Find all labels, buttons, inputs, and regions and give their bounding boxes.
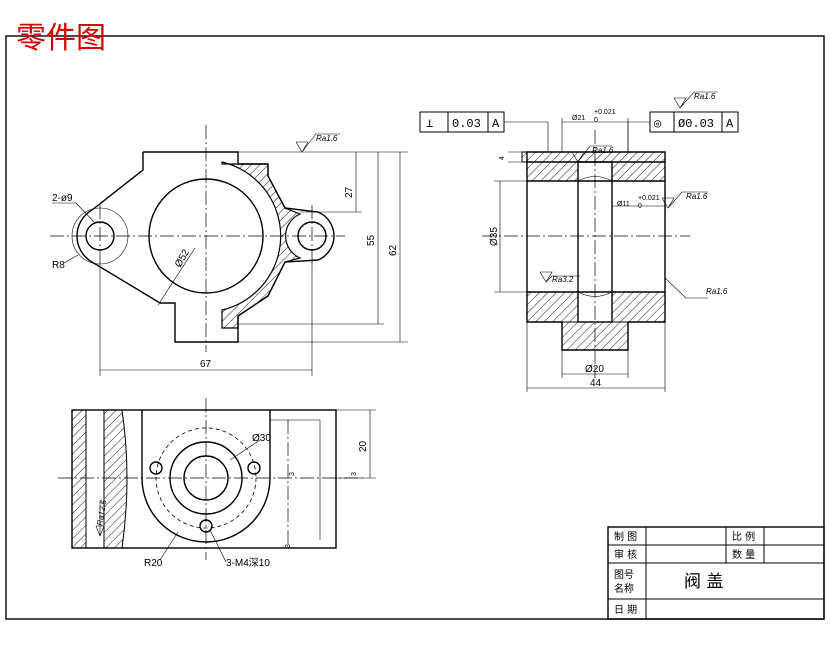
- callout-holes: 2-ø9: [52, 193, 73, 204]
- dim-dia21: Ø21: [572, 115, 585, 122]
- dim-62: 62: [388, 244, 399, 256]
- svg-text:0.03: 0.03: [452, 117, 481, 131]
- dim-3c: 3: [285, 544, 292, 548]
- svg-text:⊥: ⊥: [426, 117, 433, 131]
- roughness-r3: Ra1.6: [686, 192, 708, 201]
- roughness-front: Ra1.6: [316, 134, 338, 143]
- tb-drawn: 制 图: [614, 530, 637, 543]
- dim-55: 55: [366, 234, 377, 246]
- dim-dia35: Ø35: [489, 227, 500, 246]
- roughness-r1: Ra1.6: [694, 92, 716, 101]
- roughness-r4: Ra3.2: [552, 275, 574, 284]
- tb-scale: 比 例: [732, 530, 755, 543]
- tb-qty: 数 量: [732, 548, 755, 561]
- fcf-concentricity: ◎ Ø0.03 A: [627, 111, 739, 152]
- dim-3b: 3: [351, 472, 358, 476]
- roughness-r5: Ra1.6: [706, 287, 728, 296]
- dim-67: 67: [200, 359, 212, 370]
- dim-20: 20: [358, 440, 369, 452]
- svg-text:◎: ◎: [654, 117, 661, 131]
- fcf-perpendicularity: ⊥ 0.03 A: [419, 111, 549, 152]
- tol-11-lo: 0: [638, 203, 642, 210]
- tol-11-up: +0.021: [638, 195, 660, 202]
- tb-checked: 审 核: [614, 548, 637, 561]
- svg-text:A: A: [492, 117, 500, 131]
- dim-44: 44: [590, 378, 602, 389]
- svg-text:Ø0.03: Ø0.03: [678, 117, 714, 131]
- title-block: 制 图 审 核 比 例 数 量 图号 名称 阀 盖 日 期: [607, 526, 825, 620]
- dim-3a: 3: [289, 472, 296, 476]
- tol-21-up: +0.021: [594, 109, 616, 116]
- front-view: Ø52 2-ø9 R8 27 55 62 67 Ra1.6: [50, 125, 408, 376]
- callout-threads: 3-M4深10: [226, 557, 270, 569]
- dim-dia11: Ø11: [617, 201, 630, 208]
- callout-radius: R8: [52, 260, 65, 271]
- page-title: 零件图: [16, 21, 106, 56]
- dim-4: 4: [499, 156, 506, 160]
- tb-drawing-no: 图号: [614, 569, 634, 581]
- dim-dia52: Ø52: [173, 247, 192, 269]
- section-view: ⊥ 0.03 A ◎ Ø0.03 A Ø21 +0.021 0 4 Ø35: [419, 91, 739, 392]
- dim-dia30: Ø30: [252, 433, 271, 444]
- roughness-r2: Ra1.6: [592, 146, 614, 155]
- dim-dia20: Ø20: [585, 364, 604, 375]
- svg-text:A: A: [726, 117, 734, 131]
- callout-r20: R20: [144, 558, 163, 569]
- top-view: Ø30 20 3 3 3 R20 3-M4深10 Ra12.5: [58, 398, 376, 569]
- tb-part-name: 阀 盖: [684, 572, 723, 592]
- tol-21-lo: 0: [594, 117, 598, 124]
- sheet-border: [5, 35, 825, 620]
- tb-name-label: 名称: [614, 582, 634, 595]
- dim-27: 27: [344, 186, 355, 198]
- tb-date: 日 期: [614, 604, 637, 616]
